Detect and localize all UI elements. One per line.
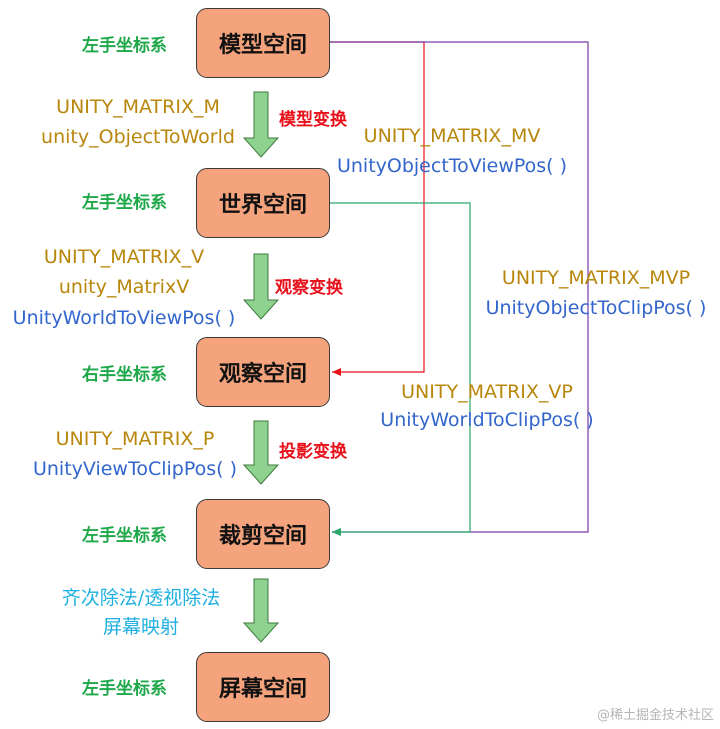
view-matrix-alias: unity_MatrixV [58,276,190,298]
model-matrix-name: UNITY_MATRIX_M [56,96,220,118]
vp-matrix-func: UnityWorldToClipPos( ) [380,409,594,431]
view-space-handedness: 右手坐标系 [82,365,167,385]
clip-space-box: 裁剪空间 [196,499,330,569]
projection-matrix-func: UnityViewToClipPos( ) [32,458,238,480]
down-arrow-icon [242,578,280,643]
down-arrow-icon [242,253,280,320]
down-arrow-icon [242,91,280,158]
screen-space-box: 屏幕空间 [196,652,330,722]
model-space-box: 模型空间 [196,8,330,78]
screen-space-handedness: 左手坐标系 [82,679,167,699]
view-matrix-func: UnityWorldToViewPos( ) [12,307,236,329]
view-matrix-name: UNITY_MATRIX_V [43,246,205,268]
mv-matrix-name: UNITY_MATRIX_MV [363,125,541,147]
perspective-divide-label: 齐次除法/透视除法 [61,587,221,609]
projection-matrix-name: UNITY_MATRIX_P [55,428,215,450]
screen-mapping-label: 屏幕映射 [102,616,180,638]
mvp-matrix-func: UnityObjectToClipPos( ) [485,297,707,319]
vp-connector [330,202,471,536]
model-transform-title: 模型变换 [279,110,347,130]
clip-space-handedness: 左手坐标系 [82,526,167,546]
model-space-handedness: 左手坐标系 [82,36,167,56]
view-space-box: 观察空间 [196,337,330,407]
mvp-matrix-name: UNITY_MATRIX_MVP [501,267,691,289]
mv-connector [330,41,425,376]
model-matrix-alias: unity_ObjectToWorld [41,126,235,148]
projection-transform-title: 投影变换 [279,442,347,462]
world-space-handedness: 左手坐标系 [82,193,167,213]
world-space-box: 世界空间 [196,168,330,238]
mv-matrix-func: UnityObjectToViewPos( ) [336,155,568,177]
vp-matrix-name: UNITY_MATRIX_VP [401,381,573,403]
down-arrow-icon [242,420,280,485]
view-transform-title: 观察变换 [275,278,343,298]
watermark: @稀土掘金技术社区 [596,708,714,723]
